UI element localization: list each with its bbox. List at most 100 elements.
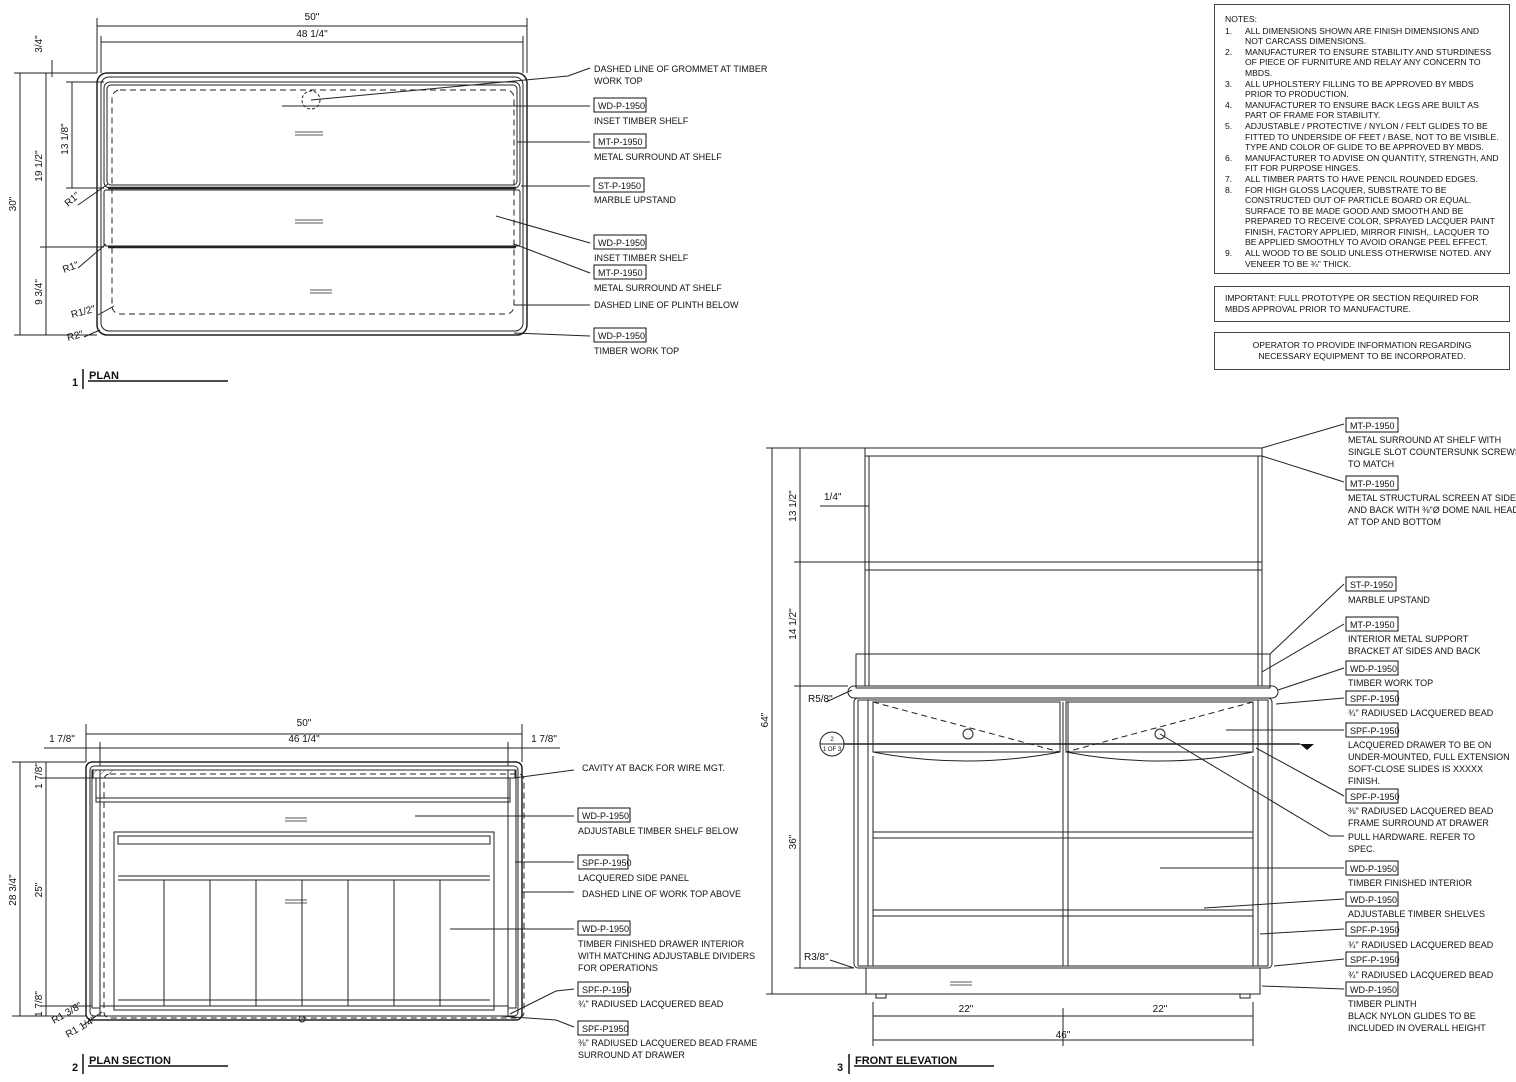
material-tag: MT-P-1950 [598, 268, 643, 278]
callout-label: INSET TIMBER SHELF [594, 253, 689, 263]
plan-section-callouts [577, 807, 631, 1036]
callout-label: TIMBER FINISHED DRAWER INTERIOR [578, 939, 745, 949]
dim-depth: 30" [8, 196, 19, 211]
material-tag: WD-P-1950 [1350, 895, 1397, 905]
callout-label: ADJUSTABLE TIMBER SHELVES [1348, 909, 1485, 919]
callout-label: SINGLE SLOT COUNTERSUNK SCREWS [1348, 447, 1516, 457]
front-elevation-title-block: 3 FRONT ELEVATION [837, 1054, 994, 1074]
drawing-title: PLAN SECTION [89, 1055, 171, 1067]
callout-label: METAL SURROUND AT SHELF [594, 283, 722, 293]
callout-label: AT TOP AND BOTTOM [1348, 517, 1441, 527]
note-item: 2.MANUFACTURER TO ENSURE STABILITY AND S… [1225, 46, 1492, 78]
dim-right: 1 7/8" [531, 734, 557, 745]
material-tag: WD-P-1950 [1350, 985, 1397, 995]
callout-label: BLACK NYLON GLIDES TO BE [1348, 1011, 1476, 1021]
drawing-number: 1 [72, 377, 78, 389]
material-tag: MT-P-1950 [1350, 620, 1395, 630]
dim-overall: 50" [297, 718, 312, 729]
callout-label: TO MATCH [1348, 459, 1394, 469]
callout-label: FINISH. [1348, 776, 1380, 786]
callout-label: AND BACK WITH ⅜"Ø DOME NAIL HEAD [1348, 505, 1516, 515]
dim-quarter: 1/4" [824, 492, 842, 503]
callout-label: FOR OPERATIONS [578, 963, 658, 973]
operator-note: OPERATOR TO PROVIDE INFORMATION REGARDIN… [1214, 332, 1510, 370]
dim-bay-right: 22" [1153, 1004, 1168, 1015]
callout-label: ⅜" RADIUSED LACQUERED BEAD FRAME [578, 1038, 757, 1048]
material-tag: SPF-P-1950 [1350, 792, 1400, 802]
plan-dimensions: 50" 48 1/4" 3/4" 30" 19 1/2" 13 1/8" 9 3… [8, 12, 328, 344]
plan-section-drawing [12, 724, 575, 1028]
plan-callouts [593, 97, 647, 343]
callout-label: MARBLE UPSTAND [1348, 595, 1430, 605]
dim-width: 46" [1056, 1030, 1071, 1041]
dim-r38: R3/8" [804, 952, 829, 963]
dim-top-edge: 3/4" [34, 35, 45, 53]
note-item: 9.ALL WOOD TO BE SOLID UNLESS OTHERWISE … [1225, 248, 1492, 269]
material-tag: SPF-P-1950 [1350, 694, 1400, 704]
dim-overall: 50" [305, 12, 320, 23]
plan-title-block: 1 PLAN [72, 369, 228, 389]
dim-left: 1 7/8" [49, 734, 75, 745]
front-elevation-drawing [766, 423, 1345, 1046]
section-ref-number: 2 [830, 737, 834, 743]
material-tag: WD-P-1950 [1350, 664, 1397, 674]
section-ref-sheet: 1 OF 3 [823, 747, 842, 753]
dim-r12: R1/2" [70, 304, 97, 321]
callout-label: SOFT-CLOSE SLIDES IS XXXXX [1348, 764, 1483, 774]
material-tag: SPF-P-1950 [582, 985, 632, 995]
notes-title: NOTES: [1225, 14, 1257, 24]
callout-label: LACQUERED SIDE PANEL [578, 873, 689, 883]
dim-bay-left: 22" [959, 1004, 974, 1015]
callout-label: DASHED LINE OF PLINTH BELOW [594, 300, 739, 310]
note-item: 4.MANUFACTURER TO ENSURE BACK LEGS ARE B… [1225, 99, 1479, 121]
note-item: 8.FOR HIGH GLOSS LACQUER, SUBSTRATE TO B… [1225, 184, 1495, 248]
callout-label: CAVITY AT BACK FOR WIRE MGT. [582, 763, 725, 773]
front-elevation-callouts [1345, 417, 1399, 997]
callout-label: DASHED LINE OF GROMMET AT TIMBER [594, 64, 768, 74]
note-item: 7.ALL TIMBER PARTS TO HAVE PENCIL ROUNDE… [1225, 173, 1478, 184]
material-tag: SPF-P-1950 [582, 858, 632, 868]
drawing-number: 3 [837, 1062, 843, 1074]
callout-label: INCLUDED IN OVERALL HEIGHT [1348, 1023, 1486, 1033]
callout-label: TIMBER WORK TOP [594, 346, 679, 356]
callout-label: ⅜" RADIUSED LACQUERED BEAD [1348, 806, 1494, 816]
front-elevation-callout-text: MT-P-1950 METAL SURROUND AT SHELF WITH S… [1348, 421, 1516, 1033]
dim-r1a: R1" [63, 190, 83, 209]
dim-top: 1 7/8" [34, 763, 45, 789]
drawing-title: FRONT ELEVATION [855, 1055, 957, 1067]
callout-label: SURROUND AT DRAWER [578, 1050, 685, 1060]
callout-label: UNDER-MOUNTED, FULL EXTENSION [1348, 752, 1510, 762]
callout-label: ¾" RADIUSED LACQUERED BEAD [1348, 708, 1494, 718]
material-tag: WD-P-1950 [582, 811, 629, 821]
callout-label: LACQUERED DRAWER TO BE ON [1348, 740, 1491, 750]
material-tag: WD-P-1950 [598, 101, 645, 111]
notes-list: 1.ALL DIMENSIONS SHOWN ARE FINISH DIMENS… [1225, 26, 1499, 270]
callout-label: WITH MATCHING ADJUSTABLE DIVIDERS [578, 951, 755, 961]
plan-section-callout-text: CAVITY AT BACK FOR WIRE MGT. WD-P-1950 A… [578, 763, 757, 1060]
note-item: 3.ALL UPHOLSTERY FILLING TO BE APPROVED … [1225, 78, 1474, 100]
dim-lower: 36" [788, 834, 799, 849]
plan-callout-text: DASHED LINE OF GROMMET AT TIMBER WORK TO… [594, 64, 768, 356]
dim-lower: 9 3/4" [34, 279, 45, 305]
dim-inner: 46 1/4" [288, 734, 320, 745]
dim-shelf: 13 1/8" [60, 123, 71, 155]
material-tag: SPF-P1950 [582, 1024, 629, 1034]
front-elevation-dimensions: 13 1/2" 1/4" 14 1/2" 64" R5/8" 36" R3/8"… [760, 490, 1168, 1041]
callout-label: ¾" RADIUSED LACQUERED BEAD [1348, 940, 1494, 950]
dim-bottom: 1 7/8" [34, 991, 45, 1017]
callout-label: METAL STRUCTURAL SCREEN AT SIDES [1348, 493, 1516, 503]
material-tag: SPF-P-1950 [1350, 925, 1400, 935]
notes-box: NOTES: 1.ALL DIMENSIONS SHOWN ARE FINISH… [1214, 4, 1510, 274]
dim-upper: 19 1/2" [34, 150, 45, 182]
note-item: 5.ADJUSTABLE / PROTECTIVE / NYLON / FELT… [1225, 120, 1499, 153]
note-item: 6.MANUFACTURER TO ADVISE ON QUANTITY, ST… [1225, 152, 1499, 174]
material-tag: WD-P-1950 [598, 331, 645, 341]
dim-screen: 13 1/2" [788, 490, 799, 522]
callout-label: BRACKET AT SIDES AND BACK [1348, 646, 1481, 656]
dim-inner: 48 1/4" [296, 29, 328, 40]
note-item: 1.ALL DIMENSIONS SHOWN ARE FINISH DIMENS… [1225, 25, 1480, 47]
material-tag: SPF-P-1950 [1350, 955, 1400, 965]
callout-label: SPEC. [1348, 844, 1375, 854]
drawing-title: PLAN [89, 370, 119, 382]
